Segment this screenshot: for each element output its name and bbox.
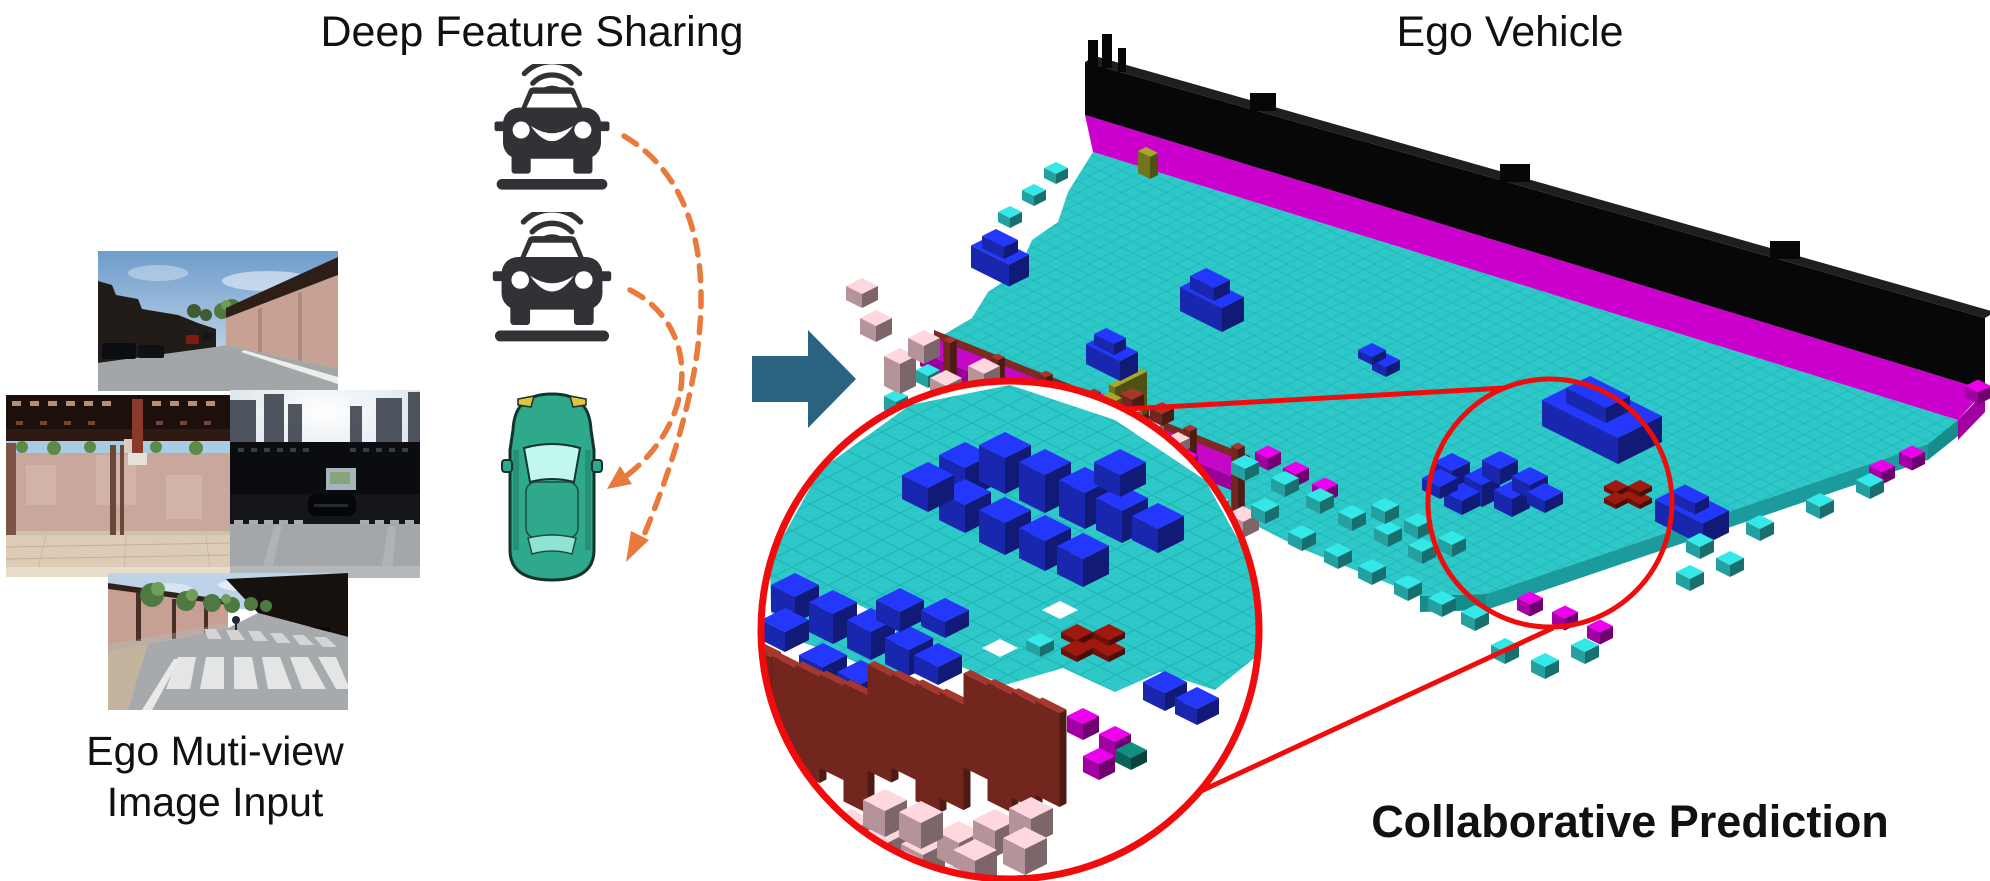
collaborative-prediction-label: Collaborative Prediction [1371, 796, 1889, 847]
ego-vehicle-label: Ego Vehicle [1396, 8, 1624, 56]
ego-multiview-line2: Image Input [106, 779, 324, 826]
ego-multiview-line1: Ego Muti-view [86, 728, 344, 774]
voxel-map [757, 34, 1990, 881]
magnifier-connector-line [1199, 625, 1555, 794]
right-brick-wall [226, 275, 338, 369]
sky-gap [6, 441, 230, 453]
sidewalk-strip [1085, 115, 1985, 420]
camera-view-left-image [6, 395, 230, 577]
magnifier-ring [757, 377, 1263, 881]
red-column [132, 399, 143, 455]
arrowhead-icon [607, 466, 632, 489]
highlight-circle [1425, 376, 1675, 630]
right-block-arrow-icon [752, 330, 856, 428]
mirror [591, 459, 603, 473]
right-wall-silhouette [226, 573, 348, 637]
red-car [186, 335, 199, 344]
dashed-curve-arrow-icon [621, 133, 704, 543]
lane-line [142, 659, 180, 710]
right-wall-roof [226, 257, 338, 318]
crosswalk-near [166, 657, 348, 689]
headlight [517, 395, 536, 408]
wall-post [6, 443, 16, 535]
headlight [568, 395, 587, 408]
lane-line [241, 350, 338, 384]
arrowhead-icon [626, 531, 649, 562]
magnifier-group [757, 377, 1263, 881]
feature-share-arrows [607, 133, 704, 562]
camera-view-front-image [98, 251, 338, 391]
brick-wall [6, 439, 230, 535]
ego-vehicle-topdown-icon [501, 392, 603, 582]
parked-car [102, 343, 136, 359]
crosswalk-far [204, 629, 337, 647]
camera-view-front-right-image [108, 573, 348, 710]
bridge-silhouette [230, 442, 420, 494]
windshield [522, 443, 582, 484]
dashed-curve-arrow-icon [622, 287, 685, 480]
mirror [501, 459, 513, 473]
wall [1085, 62, 1985, 390]
rear-window [527, 534, 577, 555]
magnifier-connector-line [1126, 385, 1506, 412]
ego-multiview-label: Ego Muti-view Image Input [25, 726, 405, 829]
deep-feature-sharing-label: Deep Feature Sharing [320, 8, 744, 56]
